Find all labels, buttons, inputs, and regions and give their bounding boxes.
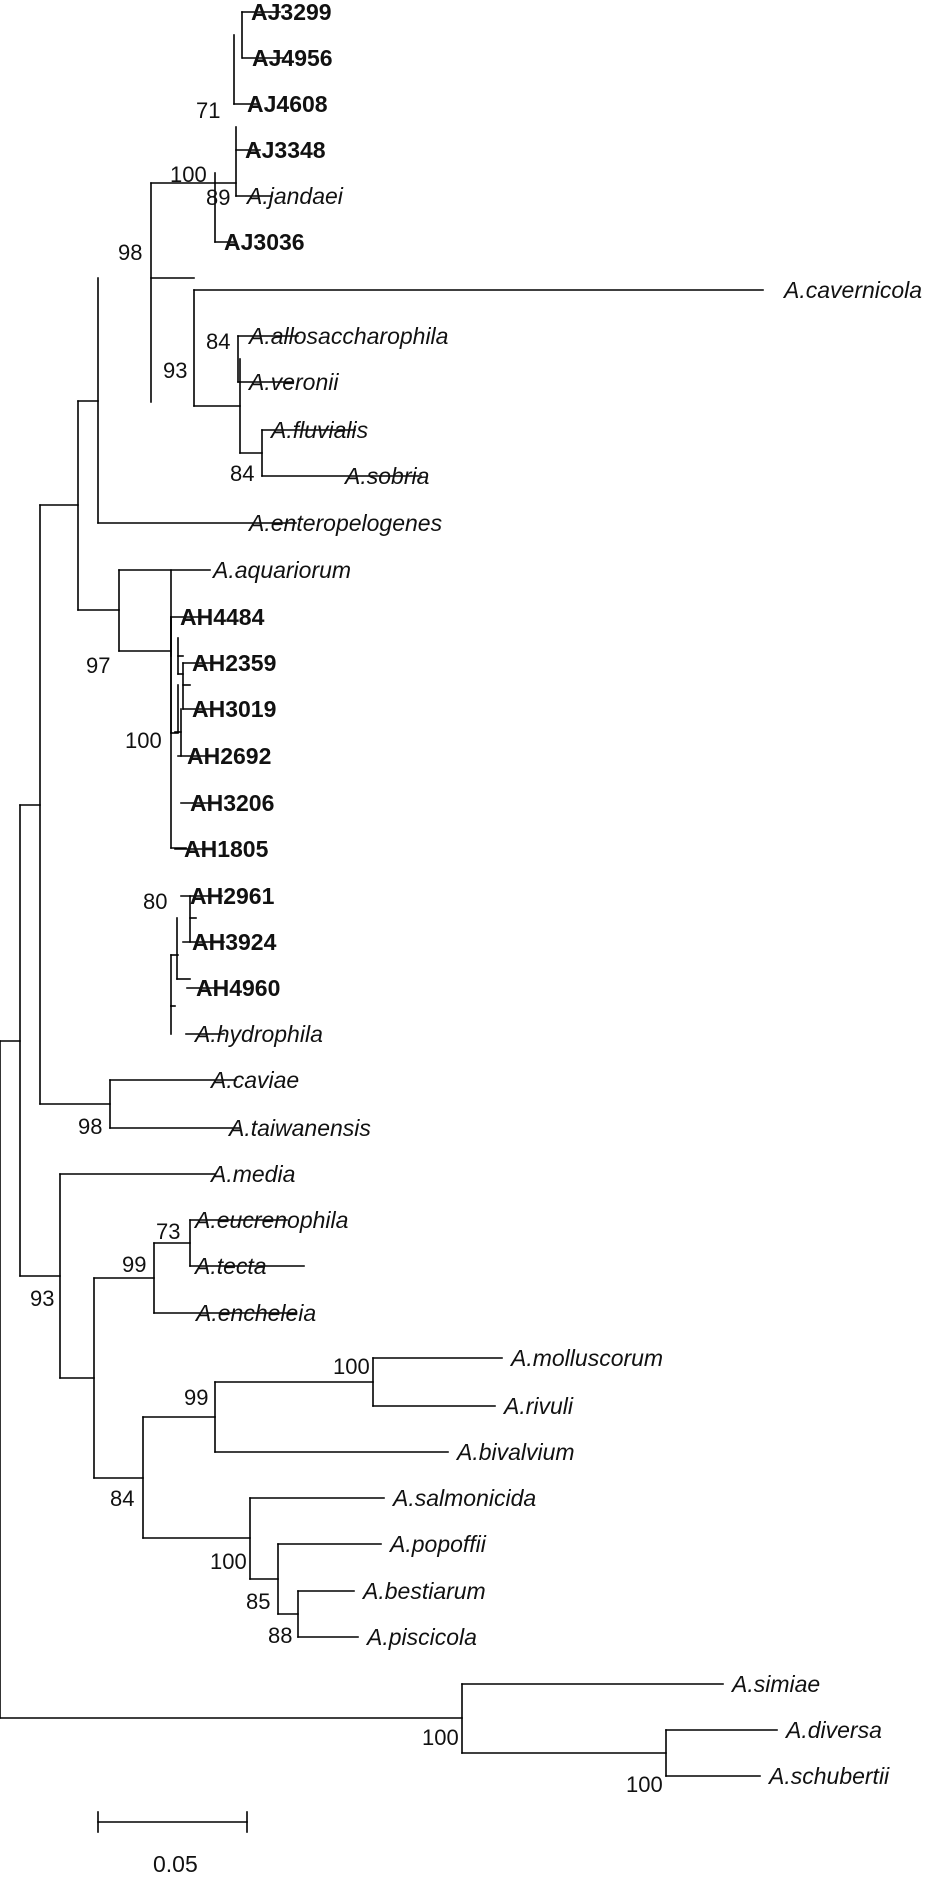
bootstrap-value: 93 [30,1286,54,1311]
taxon-label: AJ4956 [252,45,333,71]
bootstrap-value: 98 [118,240,142,265]
taxon-label: A.popoffii [388,1531,487,1557]
bootstrap-value: 100 [333,1354,370,1379]
taxon-label: AH1805 [184,836,269,862]
taxon-label: A.enteropelogenes [247,510,443,536]
bootstrap-value: 99 [122,1252,146,1277]
bootstrap-value: 99 [184,1385,208,1410]
bootstrap-values: 7110089988493849710080987399931009984100… [30,98,663,1797]
taxon-labels: AJ3299AJ4956AJ4608AJ3348A.jandaeiAJ3036A… [180,0,922,1789]
taxon-label: A.taiwanensis [227,1115,371,1141]
taxon-label: A.molluscorum [509,1345,663,1371]
taxon-label: A.aquariorum [211,557,351,583]
bootstrap-value: 98 [78,1114,102,1139]
taxon-label: AH4960 [196,975,280,1001]
bootstrap-value: 71 [196,98,220,123]
tree-branches [0,11,778,1777]
taxon-label: AH3206 [190,790,274,816]
taxon-label: A.allosaccharophila [247,323,448,349]
bootstrap-value: 100 [210,1549,247,1574]
taxon-label: AH2961 [190,883,275,909]
taxon-label: A.fluvialis [269,417,369,443]
taxon-label: AJ3036 [224,229,305,255]
taxon-label: AJ3348 [245,137,326,163]
bootstrap-value: 100 [626,1772,663,1797]
taxon-label: A.encheleia [194,1300,316,1326]
taxon-label: A.piscicola [365,1624,477,1650]
taxon-label: AH3019 [192,696,276,722]
taxon-label: A.media [209,1161,295,1187]
taxon-label: A.sobria [343,463,429,489]
bootstrap-value: 100 [125,728,162,753]
taxon-label: A.salmonicida [391,1485,536,1511]
bootstrap-value: 100 [422,1725,459,1750]
scale-bar-label: 0.05 [153,1851,198,1877]
scale-bar: 0.05 [97,1811,248,1877]
taxon-label: AH2359 [192,650,276,676]
bootstrap-value: 84 [230,461,254,486]
bootstrap-value: 88 [268,1623,292,1648]
taxon-label: AJ4608 [247,91,328,117]
taxon-label: AH2692 [187,743,271,769]
bootstrap-value: 85 [246,1589,270,1614]
taxon-label: A.tecta [193,1253,267,1279]
taxon-label: A.simiae [730,1671,820,1697]
taxon-label: A.caviae [209,1067,299,1093]
bootstrap-value: 80 [143,889,167,914]
taxon-label: A.diversa [784,1717,882,1743]
taxon-label: AJ3299 [251,0,332,25]
bootstrap-value: 84 [206,329,230,354]
taxon-label: A.bestiarum [361,1578,486,1604]
bootstrap-value: 100 [170,162,207,187]
bootstrap-value: 93 [163,358,187,383]
bootstrap-value: 73 [156,1219,180,1244]
taxon-label: A.hydrophila [193,1021,323,1047]
taxon-label: A.eucrenophila [193,1207,348,1233]
bootstrap-value: 89 [206,185,230,210]
taxon-label: A.schubertii [767,1763,890,1789]
taxon-label: A.rivuli [502,1393,574,1419]
taxon-label: A.jandaei [245,183,344,209]
bootstrap-value: 84 [110,1486,134,1511]
taxon-label: A.veronii [247,369,339,395]
taxon-label: A.bivalvium [455,1439,575,1465]
bootstrap-value: 97 [86,653,110,678]
taxon-label: AH3924 [192,929,277,955]
taxon-label: A.cavernicola [782,277,922,303]
taxon-label: AH4484 [180,604,265,630]
